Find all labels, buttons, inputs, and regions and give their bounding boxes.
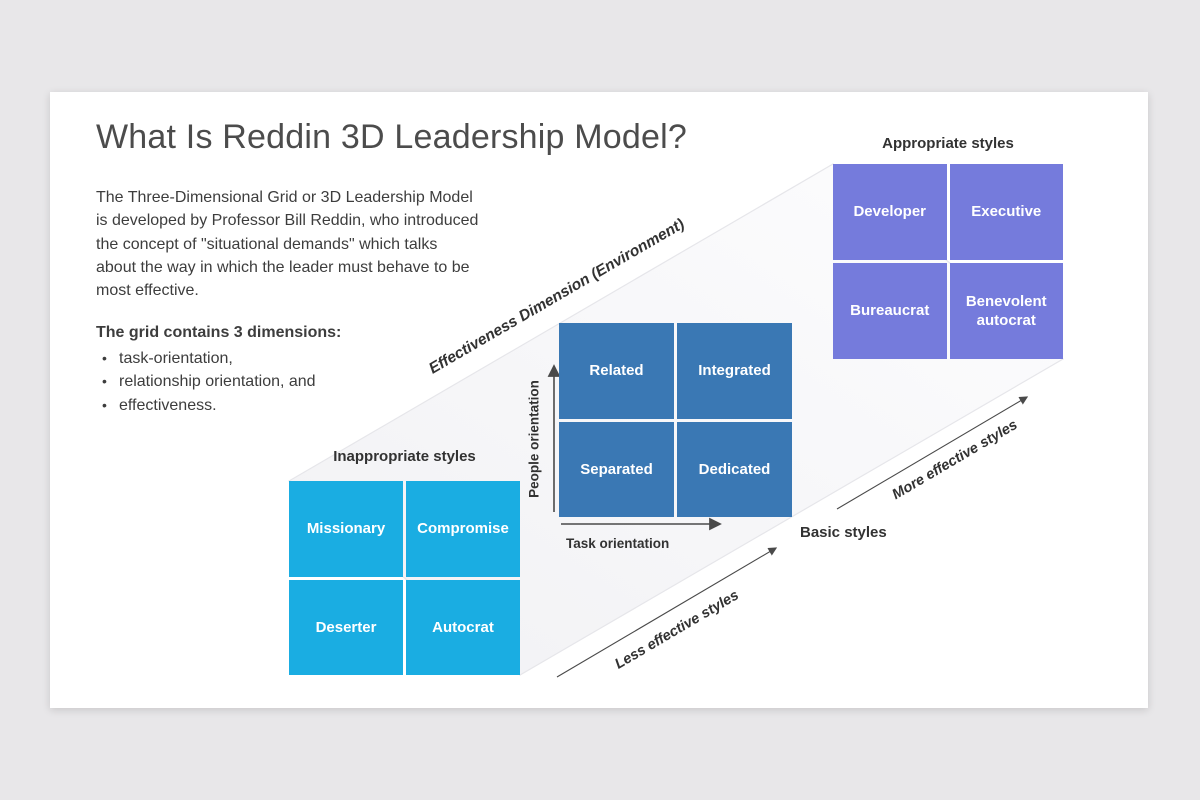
appropriate-styles-label: Appropriate styles (882, 135, 1014, 152)
list-item: • relationship orientation, and (96, 370, 316, 393)
basic-styles-label: Basic styles (800, 524, 887, 541)
inappropriate-styles-label: Inappropriate styles (333, 448, 476, 465)
intro-line: The Three-Dimensional Grid or 3D Leaders… (96, 189, 473, 206)
grid-cell-autocrat: Autocrat (406, 579, 520, 675)
grid-cell-executive: Executive (949, 164, 1063, 260)
list-item: • effectiveness. (96, 394, 316, 417)
grid-cell-developer: Developer (833, 164, 947, 260)
grid-basic-styles: Related Integrated Separated Dedicated (559, 323, 792, 517)
intro-line: most effective. (96, 282, 199, 300)
list-item: • task-orientation, (96, 347, 316, 370)
grid-cell-missionary: Missionary (289, 481, 403, 577)
task-orientation-axis-label: Task orientation (566, 536, 670, 551)
list-item-label: task-orientation, (119, 350, 233, 367)
grid-cell-related: Related (559, 323, 674, 419)
less-effective-arrow (556, 547, 778, 678)
bullet-icon: • (102, 350, 107, 366)
grid-cell-compromise: Compromise (406, 481, 520, 577)
grid-inappropriate-styles: Missionary Compromise Deserter Autocrat (289, 481, 520, 675)
people-orientation-axis-label: People orientation (526, 380, 542, 498)
list-item-label: effectiveness. (119, 396, 217, 414)
intro-line: is developed by Professor Bill Reddin, w… (96, 212, 479, 230)
grid-cell-deserter: Deserter (289, 579, 403, 675)
intro-paragraph: The Three-Dimensional Grid or 3D Leaders… (96, 186, 478, 302)
grid-cell-dedicated: Dedicated (677, 421, 792, 517)
intro-line: about the way in which the leader must b… (96, 258, 470, 276)
bullet-icon: • (102, 373, 107, 390)
bullet-icon: • (102, 396, 107, 413)
intro-line: the concept of "situational demands" whi… (96, 235, 438, 253)
grid-cell-integrated: Integrated (677, 323, 792, 419)
page-title: What Is Reddin 3D Leadership Model? (96, 118, 687, 156)
more-effective-arrow (836, 396, 1029, 510)
dimensions-heading: The grid contains 3 dimensions: (96, 324, 342, 341)
grid-appropriate-styles: Developer Executive Bureaucrat Benevolen… (833, 164, 1063, 359)
grid-cell-separated: Separated (559, 421, 674, 517)
grid-cell-bureaucrat: Bureaucrat (833, 263, 947, 359)
dimensions-list: • task-orientation, • relationship orien… (96, 347, 316, 417)
grid-cell-benevolent-autocrat: Benevolent autocrat (949, 263, 1063, 359)
list-item-label: relationship orientation, and (119, 373, 316, 391)
slide-card: What Is Reddin 3D Leadership Model? The … (50, 92, 1148, 708)
